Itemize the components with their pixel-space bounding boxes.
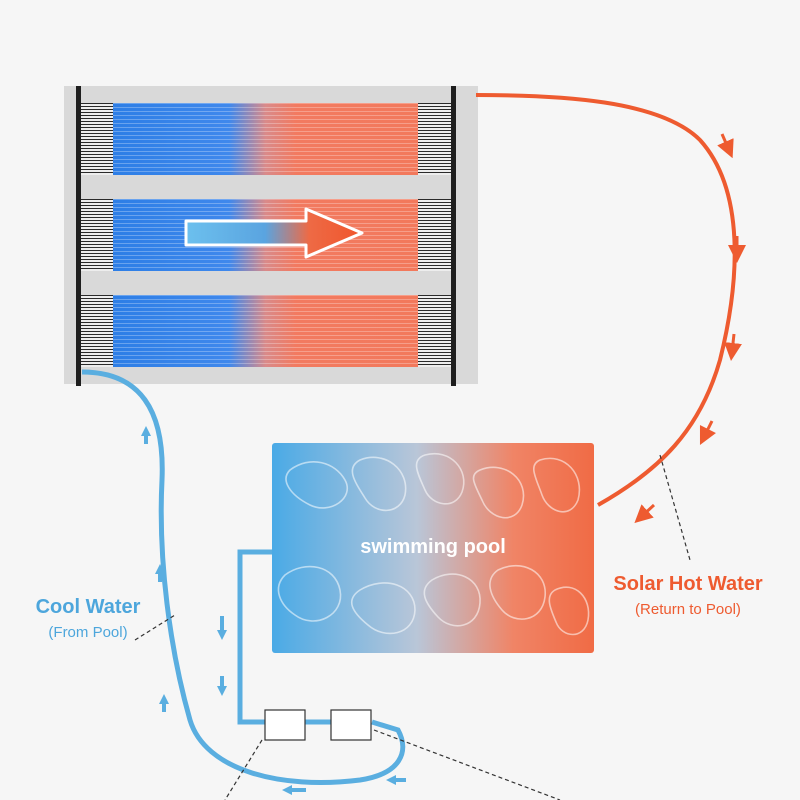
pool-label: swimming pool bbox=[360, 536, 506, 558]
cool-flow-arrow bbox=[155, 564, 165, 582]
hot-flow-arrow bbox=[634, 503, 656, 524]
cool-flow-arrow bbox=[217, 616, 227, 640]
tube-row-1 bbox=[81, 103, 451, 175]
pool-outlet-pipe bbox=[237, 549, 272, 725]
panel-left-rail bbox=[76, 86, 81, 386]
hot-water-pipe bbox=[475, 93, 737, 507]
pump-box bbox=[264, 709, 306, 741]
hot-flow-arrows bbox=[634, 133, 746, 524]
cool-flow-arrow bbox=[386, 775, 406, 785]
cool-water-sublabel: (From Pool) bbox=[48, 624, 128, 641]
swimming-pool bbox=[272, 443, 594, 653]
flow-direction-arrow bbox=[184, 207, 364, 259]
solar-panel bbox=[64, 86, 478, 386]
pool-caustics bbox=[277, 452, 590, 636]
cool-flow-arrow bbox=[217, 676, 227, 696]
tube-row-3 bbox=[81, 295, 451, 367]
cool-flow-arrow bbox=[141, 426, 151, 444]
panel-right-rail bbox=[451, 86, 456, 386]
hot-flow-arrow bbox=[724, 333, 742, 361]
cool-flow-arrow bbox=[159, 694, 169, 712]
cool-water-label: Cool Water bbox=[35, 596, 141, 618]
hot-flow-arrow bbox=[699, 420, 717, 446]
filter-box bbox=[330, 709, 372, 741]
cool-flow-arrow bbox=[282, 785, 306, 795]
hot-flow-arrow bbox=[717, 133, 734, 159]
hot-water-label: Solar Hot Water bbox=[613, 573, 763, 595]
hot-water-sublabel: (Return to Pool) bbox=[635, 601, 741, 618]
